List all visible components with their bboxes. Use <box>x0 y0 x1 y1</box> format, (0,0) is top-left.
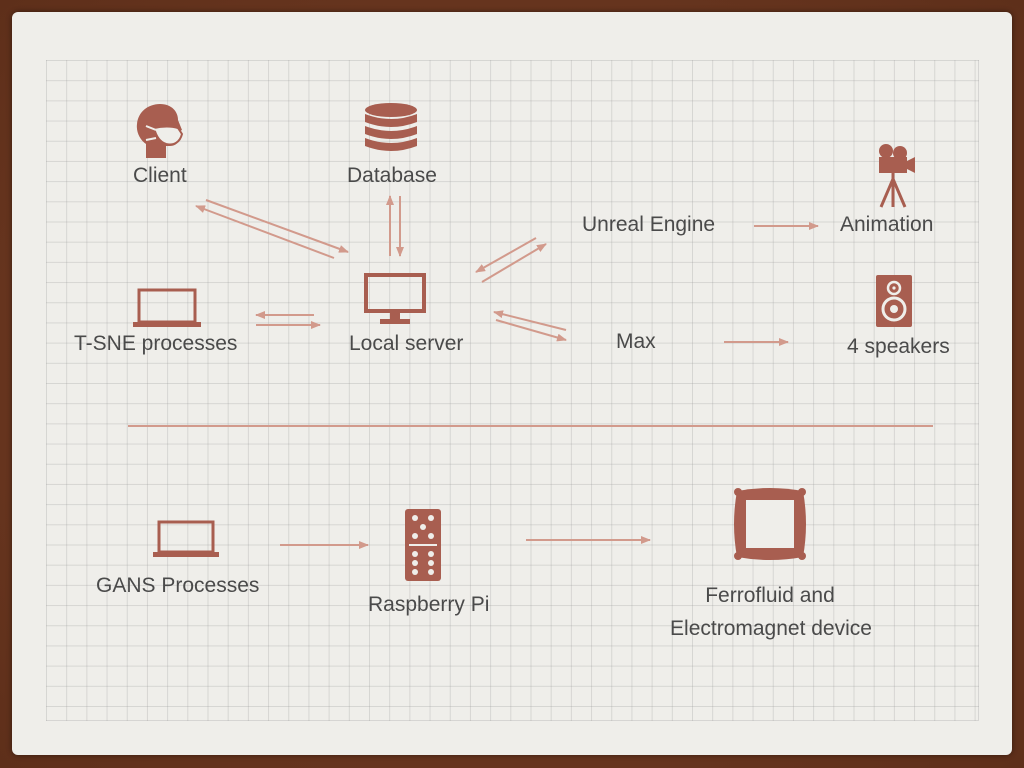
movie-camera-icon <box>879 144 915 208</box>
arrow-server-to-client <box>195 205 335 259</box>
speaker-icon <box>876 275 912 327</box>
laptop-icon <box>153 520 219 557</box>
ferrofluid-label-line2: Electromagnet device <box>670 617 872 640</box>
arrow-max-to-server <box>493 310 567 331</box>
unreal-engine-label: Unreal Engine <box>582 213 716 236</box>
local-server-label: Local server <box>349 332 464 355</box>
grid-background <box>46 60 979 721</box>
domino-icon <box>405 509 441 581</box>
client-label: Client <box>133 164 187 187</box>
arrow-unreal-to-server <box>475 237 537 273</box>
arrow-client-to-server <box>205 199 349 253</box>
ferrofluid-label-line1: Ferrofluid and <box>705 584 835 607</box>
arrow-server-to-max <box>495 319 567 342</box>
animation-label: Animation <box>840 213 934 236</box>
monitor-icon <box>364 273 426 324</box>
raspberry-pi-label: Raspberry Pi <box>368 593 490 616</box>
arrow-server-to-unreal <box>481 243 547 283</box>
database-icon <box>365 103 417 151</box>
max-label: Max <box>616 330 656 353</box>
database-label: Database <box>347 164 437 187</box>
gans-label: GANS Processes <box>96 574 260 597</box>
person-mask-icon <box>136 104 184 158</box>
picture-frame-icon <box>734 488 806 560</box>
tsne-label: T-SNE processes <box>74 332 238 355</box>
speakers-label: 4 speakers <box>847 335 950 358</box>
laptop-icon <box>133 288 201 327</box>
